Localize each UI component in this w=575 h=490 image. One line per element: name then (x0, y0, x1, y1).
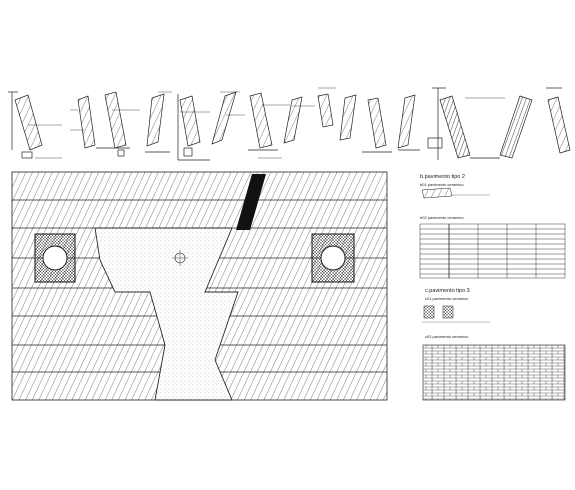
section-c-title: c.pavimento tipo 3 (425, 288, 470, 294)
floor-plan (11, 171, 388, 401)
right-panel: b.pavimento tipo 2 b01 pavimento ceramic… (419, 174, 566, 401)
detail-section-1 (8, 91, 62, 159)
detail-section-10 (397, 94, 420, 151)
detail-section-4 (145, 91, 172, 153)
section-b-sub1: b01 pavimento ceramico (420, 182, 464, 187)
planter-left (34, 233, 76, 283)
detail-section-6 (211, 91, 245, 145)
detail-section-9 (339, 94, 392, 153)
detail-section-5 (177, 94, 210, 161)
detail-section-7 (248, 92, 290, 159)
section-c-sub2: c02 pavimento ceramico (425, 334, 469, 339)
section-b-sketch (421, 187, 490, 199)
detail-row-top (8, 87, 571, 161)
section-c-sketch (422, 305, 490, 323)
detail-section-11 (427, 87, 533, 160)
detail-section-3 (96, 91, 140, 157)
pavement-grid-b (419, 223, 566, 279)
planter-right (311, 233, 355, 283)
detail-section-8 (283, 87, 336, 144)
pavement-brick-c (422, 344, 566, 401)
section-c-sub1: c01 pavimento ceramico (425, 296, 469, 301)
detail-section-12 (546, 87, 571, 154)
plan-dark-strip (236, 174, 266, 230)
plan-path-area (94, 227, 239, 401)
detail-section-2 (70, 95, 96, 149)
section-b-sub2: b02 pavimento ceramico (420, 215, 464, 220)
section-b-title: b.pavimento tipo 2 (420, 174, 465, 180)
